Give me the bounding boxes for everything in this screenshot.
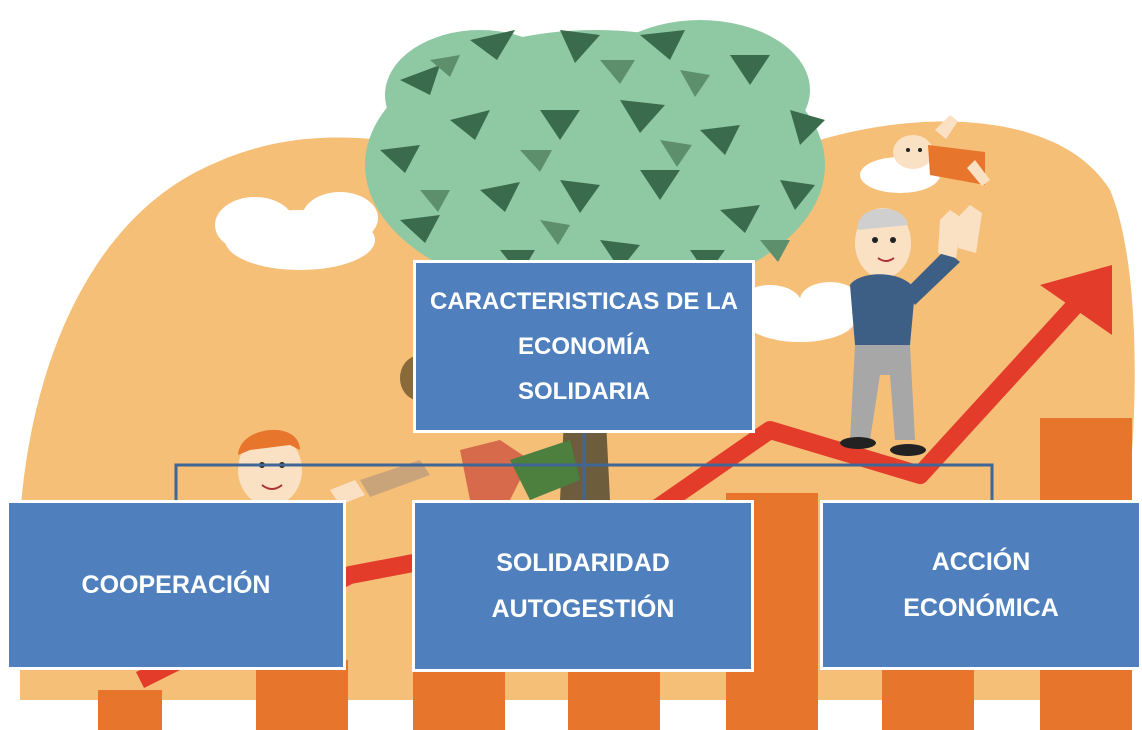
root-node-label-line1: CARACTERISTICAS DE LA	[429, 288, 738, 315]
root-node-label-line3: SOLIDARIA	[517, 378, 650, 405]
child-node-cooperacion: COOPERACIÓN	[6, 500, 346, 670]
root-node: CARACTERISTICAS DE LA ECONOMÍA SOLIDARIA	[413, 260, 755, 433]
child-node-label-line2: AUTOGESTIÓN	[491, 595, 675, 623]
child-node-label-line1: ACCIÓN	[931, 548, 1031, 576]
bar	[256, 660, 348, 730]
connector-lines	[174, 433, 994, 500]
child-node-accion-economica: ACCIÓN ECONÓMICA	[820, 500, 1142, 670]
bar	[98, 690, 162, 730]
child-node-label-line1: COOPERACIÓN	[81, 571, 271, 599]
tree-foliage	[365, 20, 825, 300]
connector-horizontal	[174, 463, 994, 500]
baby	[893, 115, 990, 186]
child-node-label-line1: SOLIDARIDAD	[496, 549, 670, 577]
root-node-label-line2: ECONOMÍA	[517, 333, 650, 360]
person-left	[238, 429, 365, 506]
child-node-solidaridad: SOLIDARIDAD AUTOGESTIÓN	[412, 500, 754, 672]
person-old-man	[840, 205, 982, 456]
person-middle	[360, 356, 580, 500]
cloud-left	[215, 192, 378, 270]
child-node-label-line2: ECONÓMICA	[903, 594, 1059, 622]
